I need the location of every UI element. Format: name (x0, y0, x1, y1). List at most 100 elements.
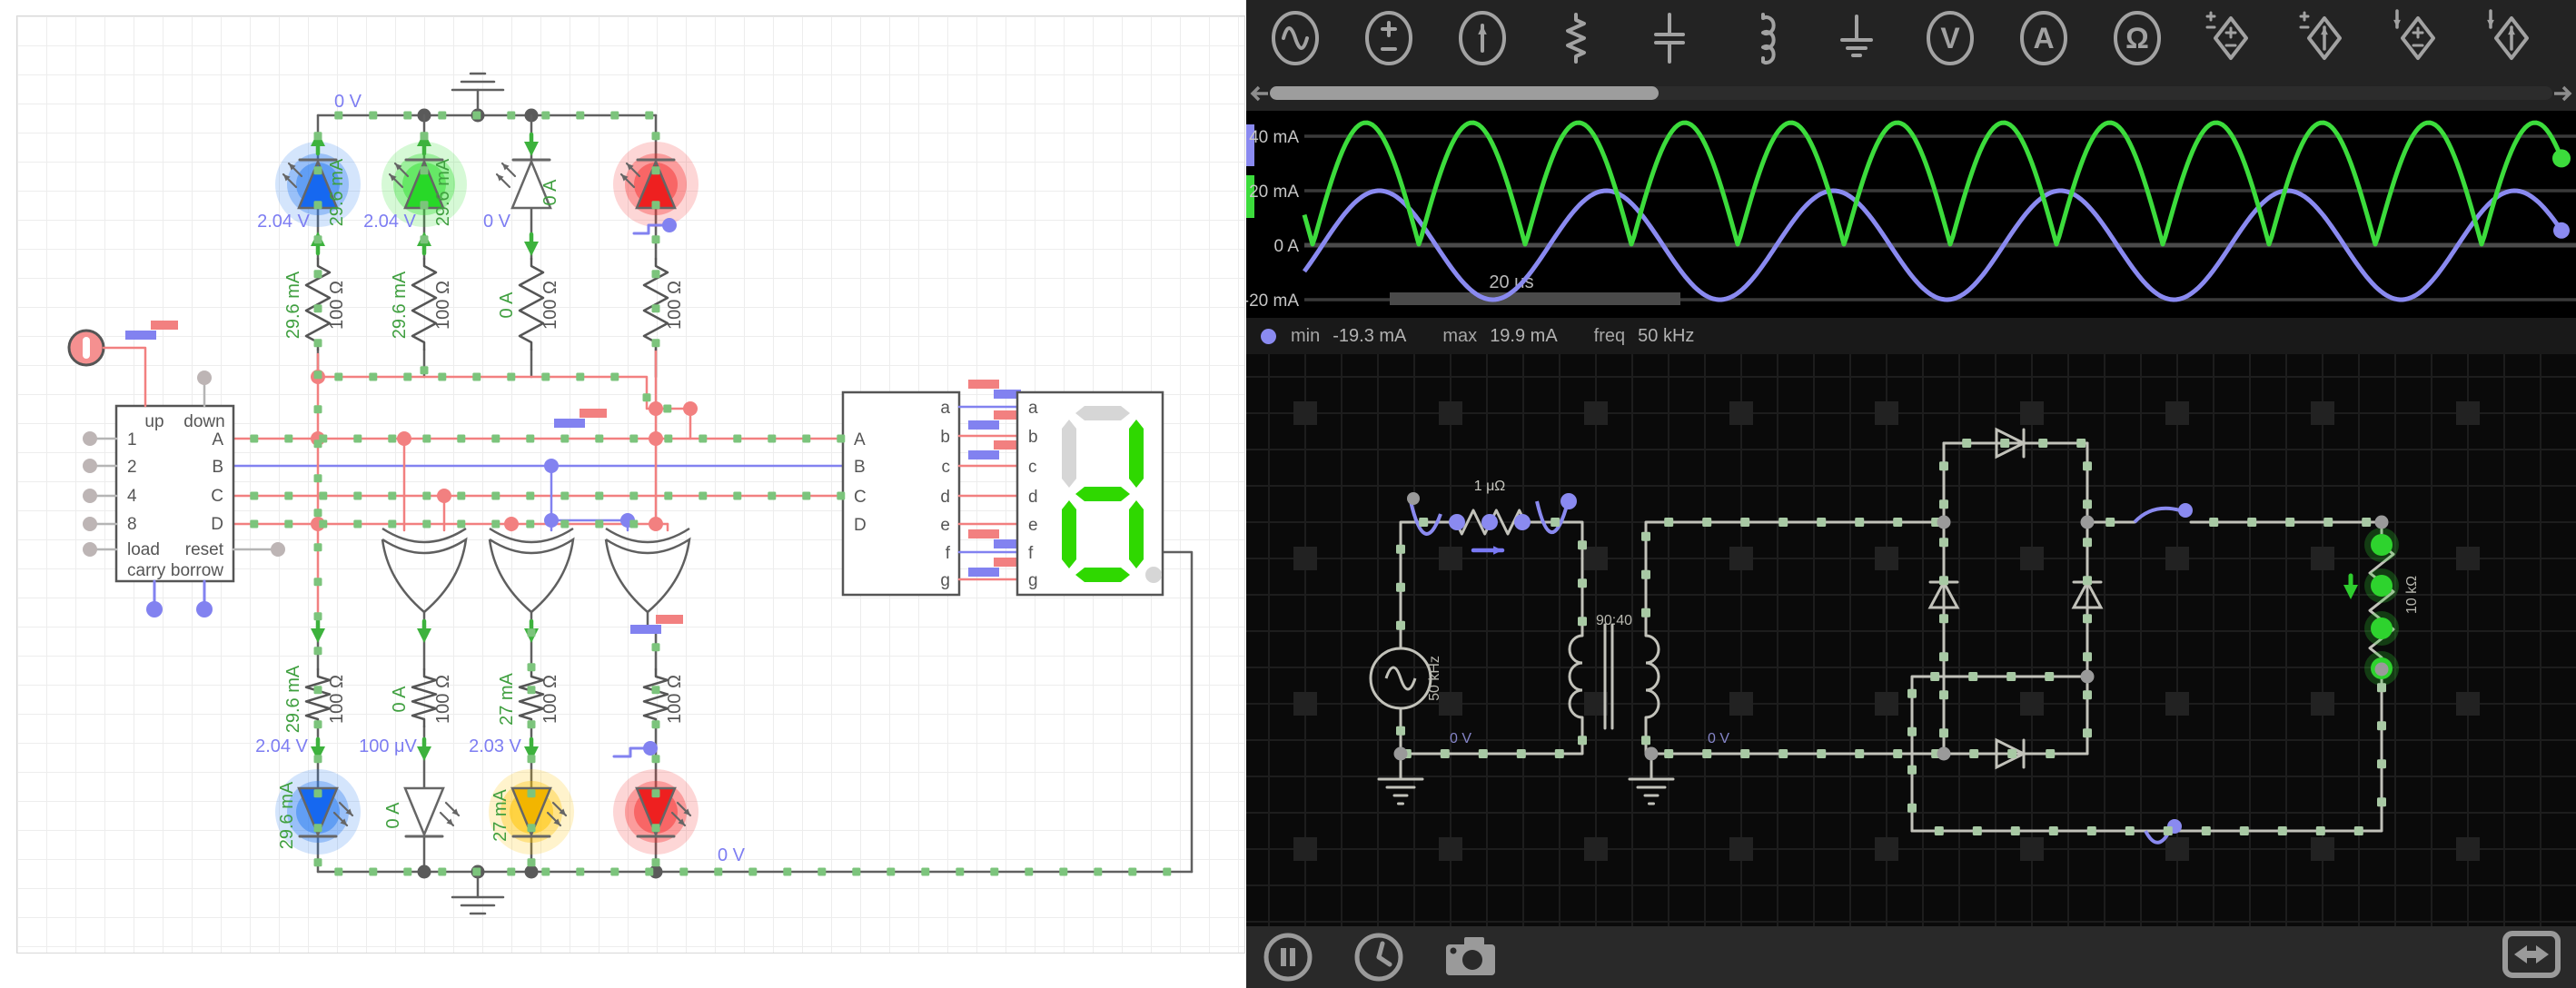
xor-gate[interactable] (606, 529, 689, 612)
2-label: c (942, 458, 951, 477)
scrollbar-track[interactable] (1270, 86, 2552, 100)
ccvs-icon[interactable] (2393, 11, 2433, 58)
segment-e (1062, 500, 1076, 568)
seven-seg-decoder-chip[interactable]: ABCDabcdefg (843, 392, 959, 595)
toolbar-scrollbar[interactable] (1246, 76, 2576, 111)
xor-gate[interactable] (490, 529, 573, 612)
0-label: 1 (127, 430, 137, 450)
segment-f (1062, 420, 1076, 488)
3-label: d (1028, 488, 1038, 507)
load_resistor-label: 10 kΩ (2404, 576, 2420, 614)
2-label: C (211, 487, 223, 506)
ohmmeter-icon[interactable]: Ω (2115, 13, 2159, 64)
3-label: D (854, 516, 867, 535)
min-label: min (1291, 326, 1320, 347)
voltage-label: 100 μV (359, 736, 417, 756)
snapshot-button[interactable] (1446, 937, 1495, 975)
res_current-label: 27 mA (497, 672, 517, 725)
1-label: B (854, 458, 866, 477)
cccs-icon[interactable] (2487, 11, 2527, 58)
freq-value: 50 kHz (1638, 326, 1694, 347)
logic-input-high[interactable] (69, 331, 104, 365)
0-label: up (144, 412, 163, 431)
expand-button[interactable] (2505, 934, 2558, 975)
left-circuit-canvas[interactable]: updown1A2B4C8DloadresetcarryborrowABCDab… (0, 0, 1246, 988)
bottom_rail_voltage-label: 0 V (718, 845, 746, 865)
dc-voltage-source-icon[interactable] (1367, 13, 1411, 64)
res_current-label: 29.6 mA (283, 271, 303, 339)
5-label: borrow (171, 561, 223, 580)
voltage-label: 2.03 V (469, 736, 521, 756)
voltage-label: 2.04 V (363, 212, 416, 232)
scope-ytick: 0 A (1274, 237, 1300, 256)
meter-letter: V (1940, 22, 1960, 54)
0-label: A (212, 430, 223, 450)
scope-ytick: 20 mA (1249, 183, 1299, 202)
6-label: g (1028, 571, 1038, 590)
seven-segment-display[interactable]: abcdefg (1017, 392, 1163, 595)
resistance-label: 100 Ω (665, 281, 685, 330)
scope-ytick: 40 mA (1249, 128, 1299, 147)
2-label: 4 (127, 487, 137, 506)
primary_ground_voltage-label: 0 V (1450, 731, 1471, 746)
ac-voltage-source-icon[interactable] (1273, 13, 1317, 64)
scroll-left-icon[interactable] (1250, 83, 1270, 104)
led-red[interactable] (613, 769, 698, 855)
vccs-icon[interactable] (2301, 13, 2340, 58)
timescale-marker (1390, 292, 1680, 305)
5-label: f (1028, 544, 1034, 563)
led-red[interactable] (613, 142, 698, 227)
led-white[interactable] (405, 788, 459, 836)
voltmeter-icon[interactable]: V (1928, 13, 1972, 64)
scrollbar-thumb[interactable] (1270, 86, 1659, 100)
current-source-icon[interactable] (1461, 13, 1504, 64)
secondary_ground_voltage-label: 0 V (1708, 731, 1729, 746)
xor-gate[interactable] (382, 529, 466, 612)
segment-c (1129, 500, 1144, 568)
resistance-label: 100 Ω (540, 675, 560, 724)
0-label: a (1028, 399, 1038, 418)
3-label: d (940, 488, 950, 507)
pause-button[interactable] (1266, 935, 1310, 979)
1-label: B (212, 458, 223, 477)
resistance-label: 100 Ω (327, 281, 347, 330)
scope-stats-bar: min -19.3 mA max 19.9 mA freq 50 kHz (1246, 318, 2576, 354)
resistance-label: 100 Ω (540, 281, 560, 330)
component-toolbar: VAΩ (1246, 0, 2576, 76)
resistor-icon[interactable] (1568, 15, 1584, 62)
transformer_ratio-label: 90:40 (1596, 613, 1632, 628)
dark-circuit-canvas[interactable]: 50 kHz1 μΩ90:400 V0 V10 kΩ (1246, 354, 2576, 926)
3-label: D (211, 515, 223, 534)
1-label: 2 (127, 458, 137, 477)
simulator-panel-dark: VAΩ 40 mA20 mA0 A-20 mA20 μs min -19.3 m… (1246, 0, 2576, 988)
current-label: 29.6 mA (277, 781, 297, 849)
4-label: reset (185, 540, 224, 559)
6-label: g (940, 571, 950, 590)
scope-ytick: -20 mA (1246, 291, 1299, 311)
segment-a (1075, 406, 1130, 420)
res_current-label: 29.6 mA (283, 665, 303, 733)
switch[interactable] (614, 741, 658, 756)
max-label: max (1442, 326, 1477, 347)
segment-g (1075, 487, 1130, 501)
trace-color-dot (1261, 329, 1276, 344)
max-value: 19.9 mA (1490, 326, 1557, 347)
5-label: f (946, 544, 951, 563)
timing-button[interactable] (1357, 935, 1401, 979)
ammeter-icon[interactable]: A (2022, 13, 2066, 64)
4-label: e (940, 516, 950, 535)
segment-d (1075, 568, 1130, 582)
scroll-right-icon[interactable] (2552, 83, 2572, 104)
simulation-controls (1246, 926, 2576, 988)
capacitor-icon[interactable] (1656, 15, 1683, 62)
oscilloscope[interactable]: 40 mA20 mA0 A-20 mA20 μs (1246, 111, 2576, 318)
ground-icon[interactable] (1842, 16, 1871, 55)
inductor-icon[interactable] (1763, 15, 1774, 63)
current-label: 0 A (540, 179, 560, 206)
meter-letter: Ω (2125, 22, 2149, 54)
voltage-label: 2.04 V (255, 736, 308, 756)
current-label: 29.6 mA (433, 158, 453, 226)
vcvs-icon[interactable] (2207, 13, 2246, 58)
2-label: c (1028, 458, 1037, 477)
